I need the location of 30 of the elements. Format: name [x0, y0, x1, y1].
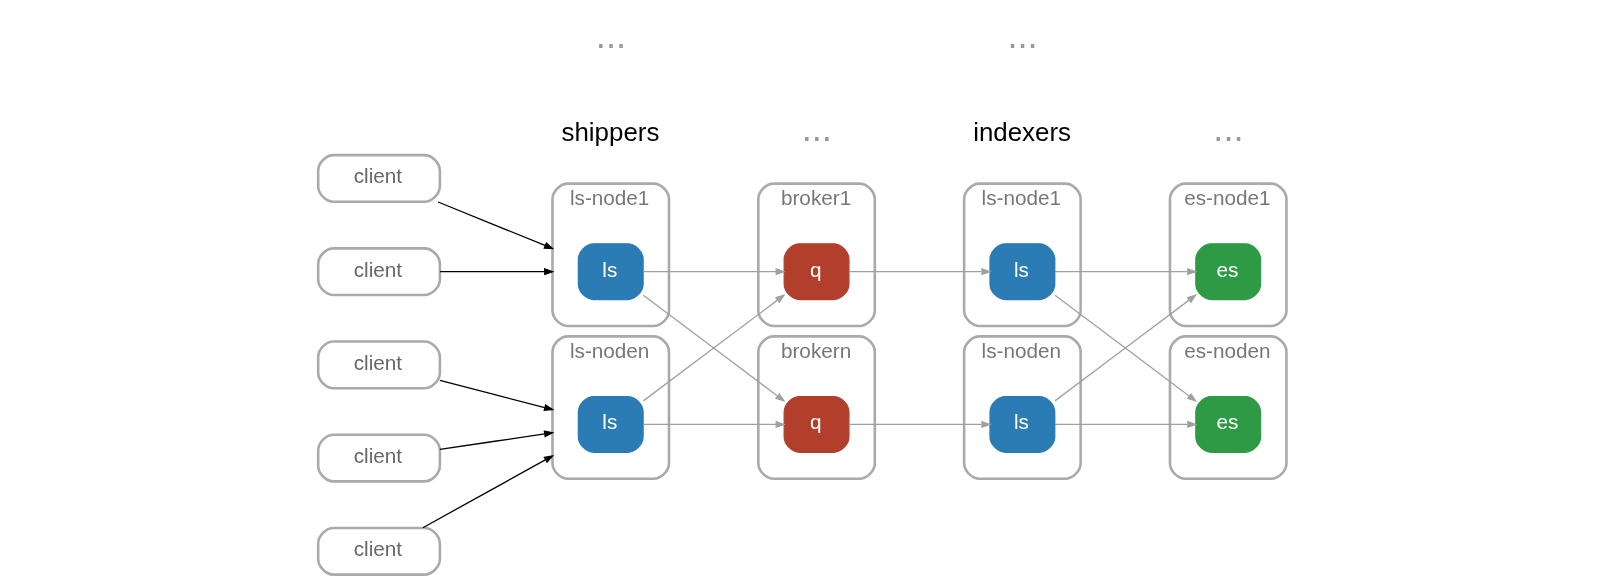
node-box: ls — [577, 395, 644, 453]
label: indexers — [972, 117, 1071, 146]
node-box: es — [1194, 395, 1261, 453]
node-box: es — [1194, 243, 1261, 301]
arrow — [437, 201, 554, 250]
label: ... — [595, 14, 626, 56]
label: ... — [801, 107, 832, 149]
arrow — [848, 268, 992, 276]
arrow — [438, 379, 554, 411]
label: ... — [1212, 107, 1244, 149]
arrow — [1053, 268, 1198, 276]
node-box: client — [316, 247, 441, 297]
arrow — [1053, 420, 1198, 429]
node-box: q — [783, 243, 850, 301]
node-box: client — [316, 153, 441, 204]
arrow — [421, 455, 554, 529]
label: ... — [1007, 14, 1038, 56]
label: shippers — [561, 117, 659, 146]
node-box: ls — [988, 395, 1055, 453]
arrow — [848, 420, 992, 429]
node-box: ls — [988, 243, 1055, 301]
node-box: client — [316, 340, 441, 390]
node-box: q — [783, 395, 850, 453]
arrow — [438, 430, 554, 450]
node-box: client — [316, 526, 441, 576]
arrow — [642, 420, 786, 429]
arrow — [642, 268, 786, 276]
node-box: ls — [577, 243, 644, 301]
arrow — [438, 268, 554, 276]
node-box: client — [316, 433, 441, 483]
